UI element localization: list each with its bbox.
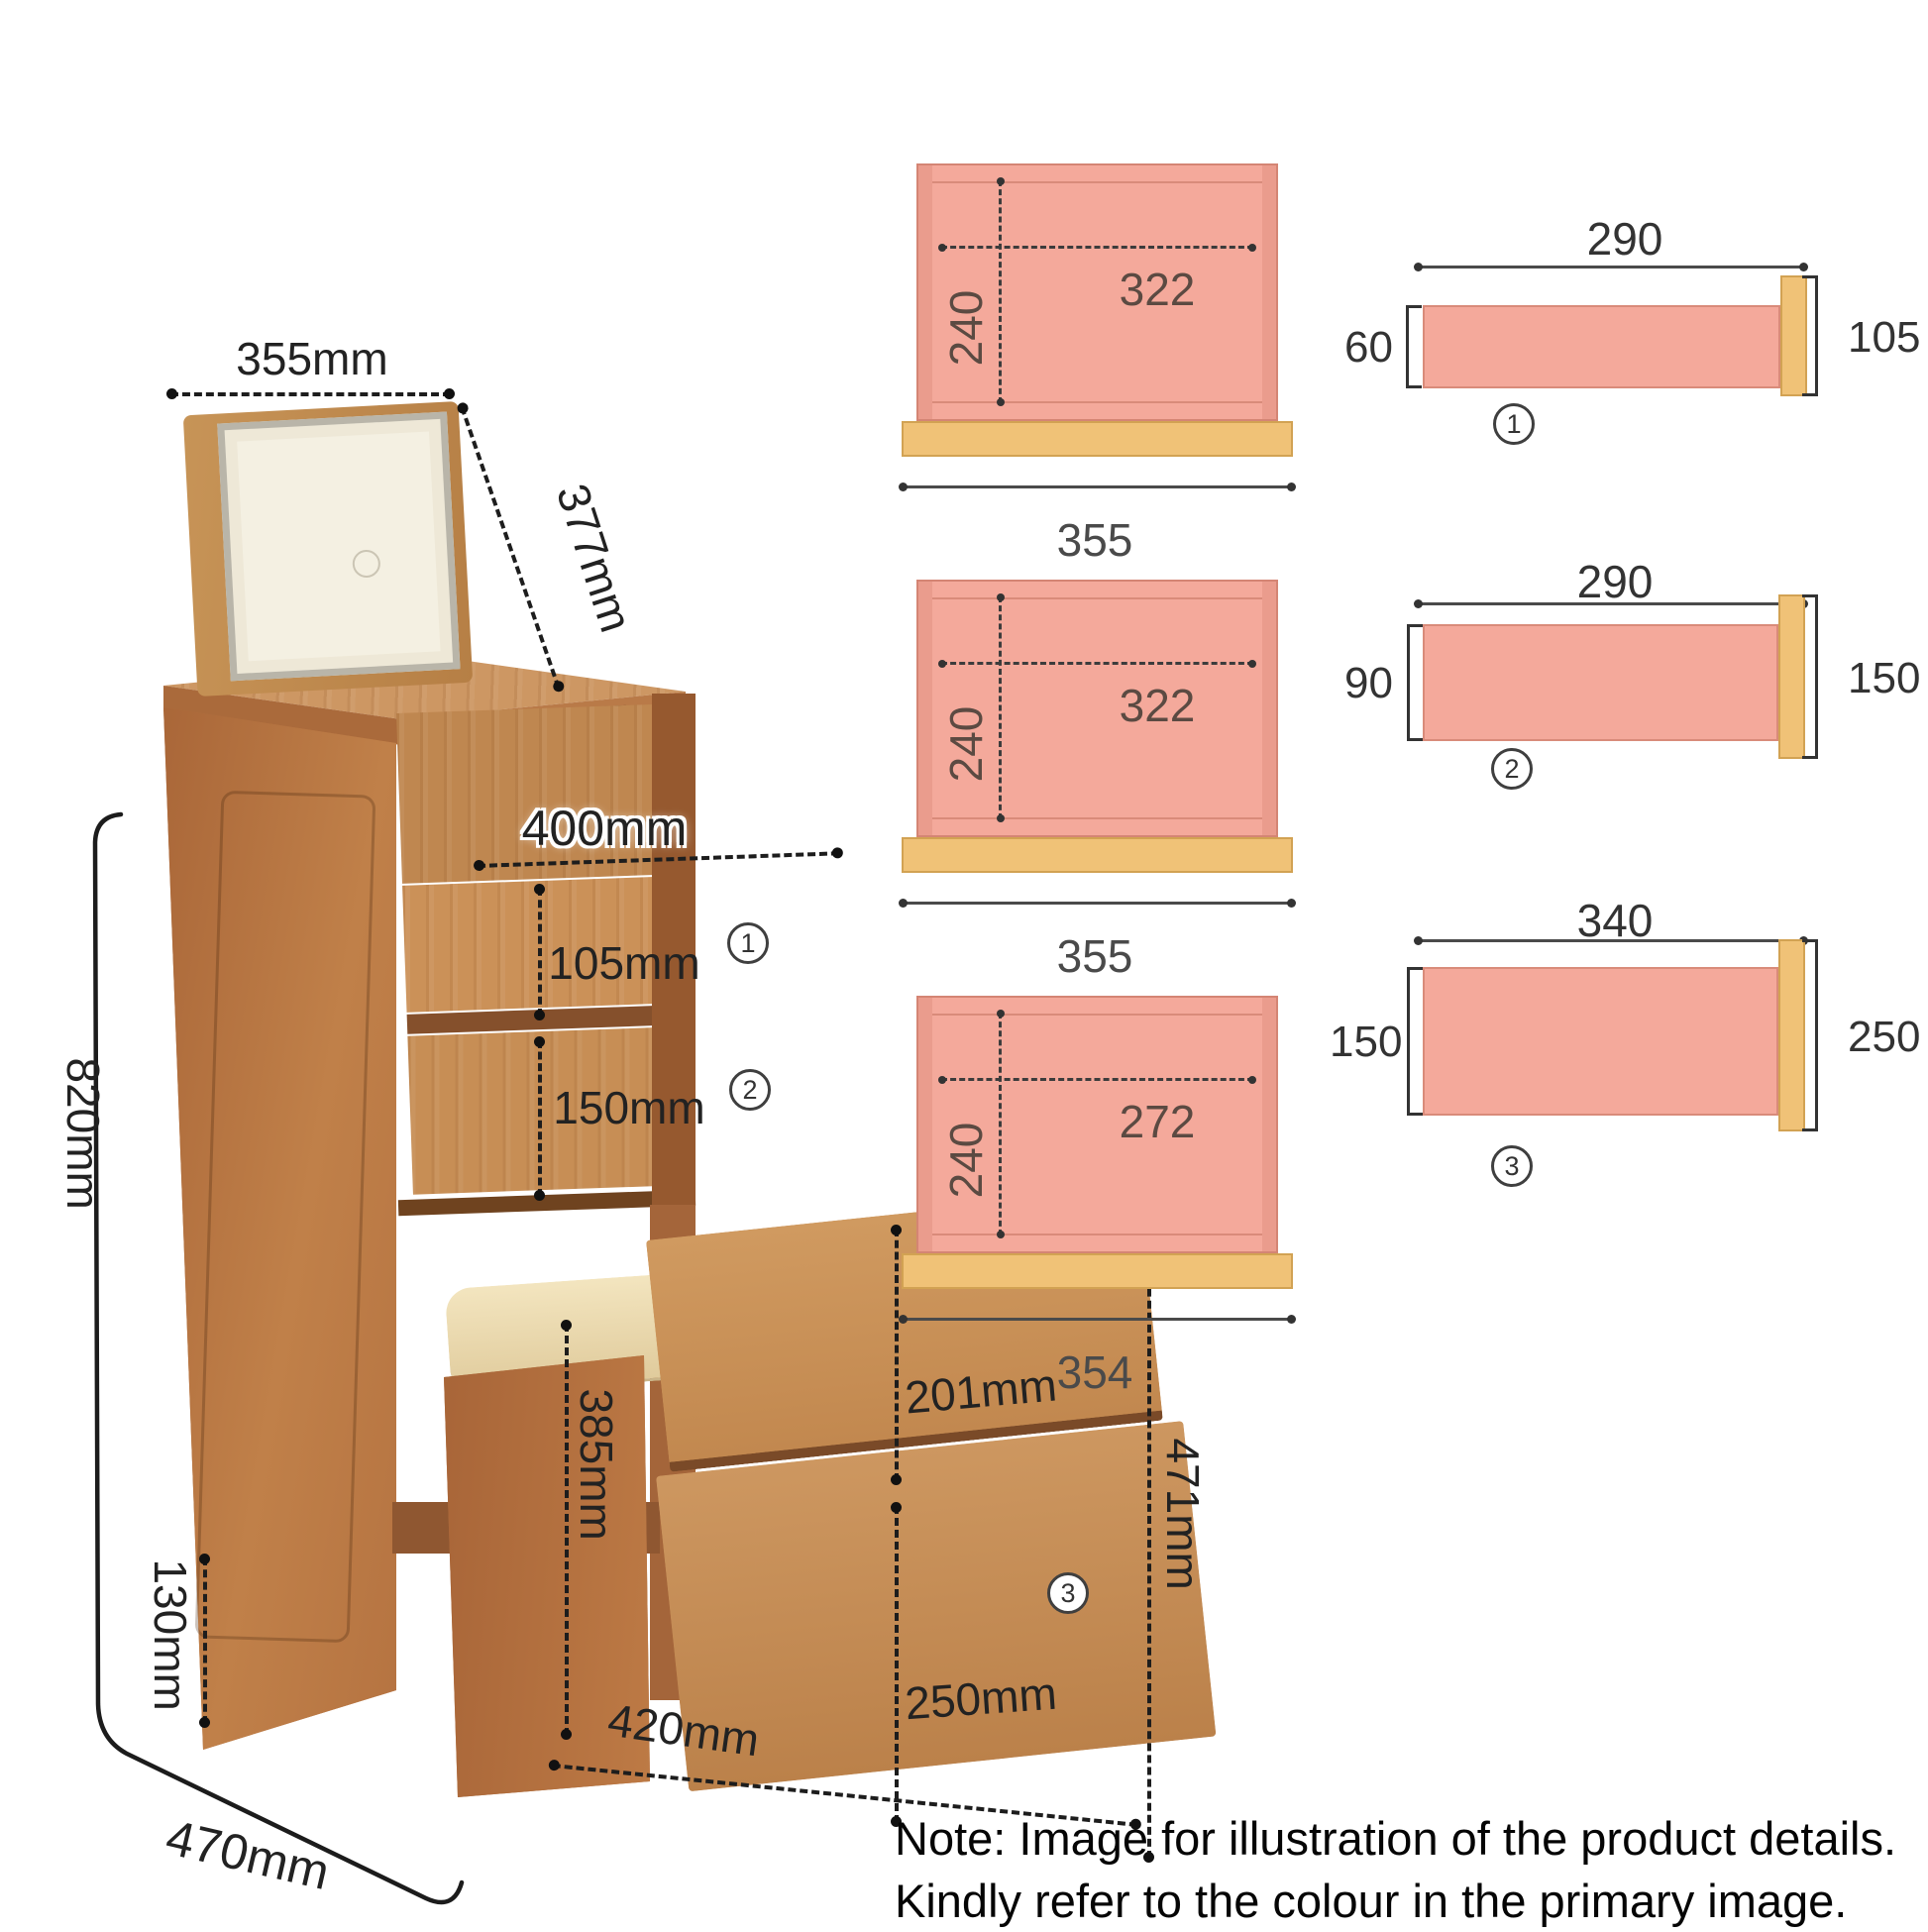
sv3-left-label: 150 <box>1330 1018 1403 1066</box>
box-side-right <box>1262 582 1276 835</box>
box-side-left <box>918 998 932 1251</box>
badge-stool: 3 <box>1047 1572 1089 1614</box>
sv3-width-line <box>1414 936 1808 945</box>
sv2-width-label: 290 <box>1576 556 1654 607</box>
stool-body <box>444 1355 650 1797</box>
sv1-left-label: 60 <box>1344 323 1393 372</box>
dim-drawer1-height: 105mm <box>548 937 700 989</box>
inner-width-line-2 <box>938 660 1256 668</box>
sv3-panel <box>1423 967 1778 1116</box>
schematic-side-view-2: 290 90 150 2 <box>1344 555 1928 852</box>
box-rim-line <box>932 1014 1262 1016</box>
box-bottom-line <box>932 1234 1262 1235</box>
badge-drawer-1: 1 <box>727 922 769 964</box>
sv2-right-bracket <box>1802 594 1818 759</box>
schematic-front-view-1: 322 240 355 <box>899 159 1298 575</box>
sv1-width-line <box>1414 263 1808 271</box>
drawer-base-1 <box>902 421 1293 457</box>
inner-width-line-1 <box>938 244 1256 252</box>
sv1-right-label: 105 <box>1848 313 1921 362</box>
badge-sv2: 2 <box>1491 748 1533 790</box>
dim-line-drawer1 <box>534 884 545 1020</box>
outer-width-line-2 <box>899 899 1296 908</box>
dim-leg-height: 130mm <box>145 1558 197 1711</box>
sv2-left-label: 90 <box>1344 659 1393 707</box>
schematic-front-view-2: 322 240 355 <box>899 575 1298 991</box>
drawer-base-3 <box>902 1253 1293 1289</box>
badge-sv1: 1 <box>1493 403 1535 445</box>
inner-width-label-2: 322 <box>1119 680 1196 731</box>
outer-width-label-2: 355 <box>1056 930 1133 982</box>
mirror-touch-sensor-icon <box>352 549 381 579</box>
sv2-width-line <box>1414 599 1808 608</box>
dim-stool-seat-height: 385mm <box>571 1388 623 1541</box>
dim-line-stool-back-upper <box>891 1225 902 1485</box>
dim-line-mirror-width <box>166 388 455 399</box>
sv3-right-bracket <box>1802 939 1818 1131</box>
sv2-left-bracket <box>1407 624 1423 741</box>
dim-top-depth: 400mm <box>521 801 688 856</box>
inner-width-label-3: 272 <box>1119 1096 1196 1147</box>
inner-width-line-3 <box>938 1076 1256 1084</box>
box-side-left <box>918 165 932 419</box>
inner-height-label-3: 240 <box>940 1122 992 1199</box>
sv1-right-bracket <box>1802 275 1818 396</box>
box-bottom-line <box>932 401 1262 403</box>
dim-total-height: 820mm <box>57 1057 110 1210</box>
outer-width-line-1 <box>899 483 1296 491</box>
sv1-left-bracket <box>1406 305 1422 388</box>
schematic-side-view-3: 340 150 250 3 <box>1330 892 1928 1219</box>
vanity-side-panel <box>163 707 396 1750</box>
dim-drawer2-height: 150mm <box>553 1082 705 1133</box>
dim-stool-total-height: 471mm <box>1157 1438 1210 1590</box>
drawer-block-side <box>652 694 696 1205</box>
note-line-1: Note: Image for illustration of the prod… <box>895 1812 1897 1865</box>
mirror-lid <box>182 400 474 698</box>
height-depth-bracket <box>92 811 465 1905</box>
sv1-width-label: 290 <box>1586 213 1663 265</box>
drawer-box-2 <box>916 580 1278 837</box>
dim-line-stool-seat <box>561 1320 572 1740</box>
sv1-panel <box>1423 305 1780 388</box>
drawer-box-1 <box>916 163 1278 421</box>
box-side-left <box>918 582 932 835</box>
vanity-illustration <box>163 400 1217 1797</box>
sv3-width-label: 340 <box>1576 895 1654 946</box>
inner-width-label-1: 322 <box>1119 264 1196 315</box>
schematic-side-view-1: 290 60 105 1 <box>1344 198 1928 495</box>
mirror-glass <box>217 411 461 682</box>
badge-sv3: 3 <box>1491 1145 1533 1187</box>
box-side-right <box>1262 998 1276 1251</box>
inner-height-label-2: 240 <box>940 705 992 783</box>
dim-line-drawer2 <box>534 1036 545 1201</box>
inner-height-line-1 <box>997 177 1005 406</box>
dim-mirror-width: 355mm <box>236 333 388 384</box>
inner-height-line-3 <box>997 1010 1005 1238</box>
sv1-front-strip <box>1780 275 1807 396</box>
box-side-right <box>1262 165 1276 419</box>
sv3-right-label: 250 <box>1848 1013 1921 1061</box>
sv2-panel <box>1423 624 1778 741</box>
badge-drawer-2: 2 <box>729 1069 771 1111</box>
note-line-2: Kindly refer to the colour in the primar… <box>895 1875 1848 1927</box>
sv2-right-label: 150 <box>1848 654 1921 702</box>
dim-line-stool-back-lower <box>891 1502 902 1827</box>
outer-width-label-1: 355 <box>1056 514 1133 566</box>
inner-height-label-1: 240 <box>940 289 992 367</box>
dim-line-leg-height <box>199 1554 210 1728</box>
sv3-left-bracket <box>1407 967 1423 1116</box>
drawer-base-2 <box>902 837 1293 873</box>
sv2-front-strip <box>1778 594 1805 759</box>
box-bottom-line <box>932 817 1262 819</box>
outer-width-label-3: 354 <box>1056 1346 1133 1398</box>
box-rim-line <box>932 597 1262 599</box>
drawer-box-3 <box>916 996 1278 1253</box>
outer-width-line-3 <box>899 1315 1296 1324</box>
schematic-front-view-3: 272 240 354 <box>899 991 1298 1407</box>
box-rim-line <box>932 181 1262 183</box>
inner-height-line-2 <box>997 593 1005 822</box>
sv3-front-strip <box>1778 939 1805 1131</box>
